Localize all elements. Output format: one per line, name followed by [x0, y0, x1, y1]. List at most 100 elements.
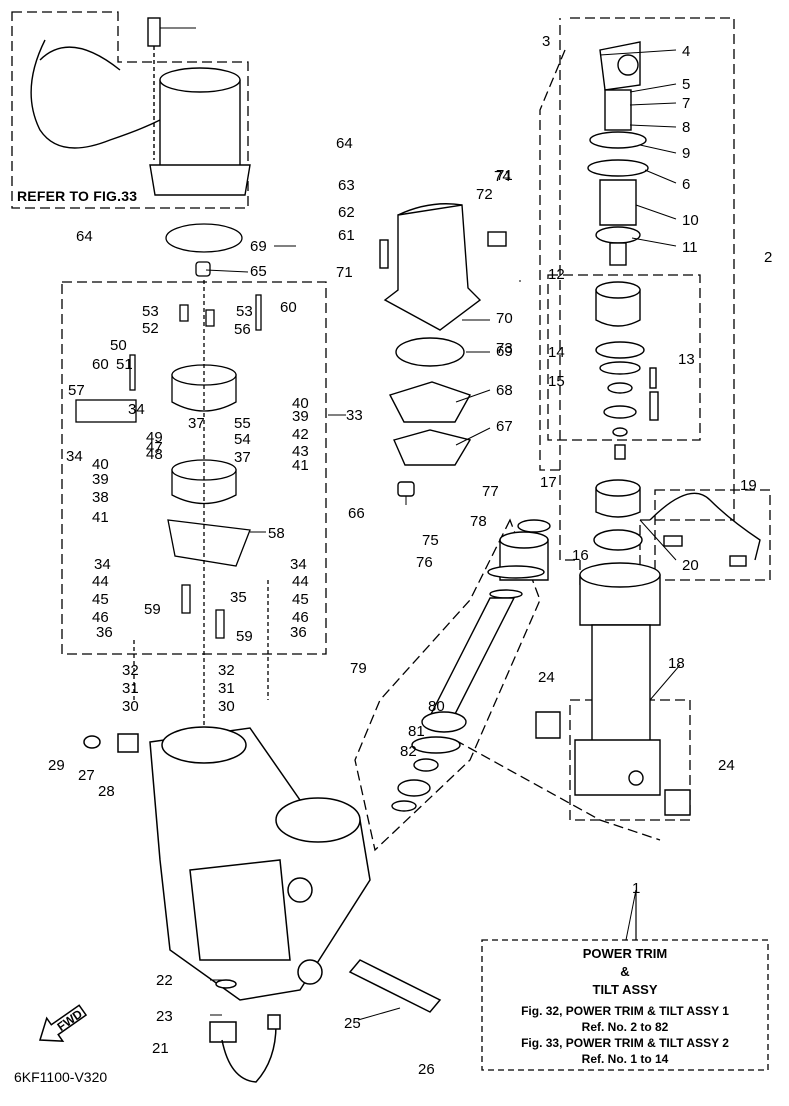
callout-number: 46 [92, 609, 109, 626]
dashed-group-outlines [11, 11, 771, 852]
info-ref-line-2: Ref. No. 2 to 82 [581, 1020, 669, 1034]
callout-number: 30 [122, 698, 139, 715]
callout-number: 69 [250, 238, 267, 255]
callout-number: 80 [428, 698, 445, 715]
callout-number: 78 [470, 513, 487, 530]
info-title-line-3: TILT ASSY [592, 982, 658, 997]
callout-number: 57 [68, 382, 85, 399]
callout-number: 4 [682, 43, 690, 60]
callout-number: 11 [682, 239, 698, 256]
callout-number: 36 [96, 624, 113, 641]
callout-number: 2 [764, 249, 772, 266]
callout-number: 32 [218, 662, 235, 679]
callout-number: 76 [416, 554, 433, 571]
callout-number: 44 [92, 573, 109, 590]
callout-number: 33 [346, 407, 363, 424]
callout-number: 65 [250, 263, 267, 280]
callout-number: 71 [496, 167, 513, 184]
callout-number: 59 [144, 601, 161, 618]
callout-number: 39 [92, 471, 109, 488]
callout-number: 60 [280, 299, 297, 316]
refer-to-fig-note: REFER TO FIG.33 [17, 188, 138, 204]
callout-number: 31 [122, 680, 139, 697]
callout-number: 38 [92, 489, 109, 506]
callout-number: 8 [682, 119, 690, 136]
callout-number: 79 [350, 660, 367, 677]
callout-number: 24 [718, 757, 735, 774]
callout-number: 60 [92, 356, 109, 373]
callout-number: 30 [218, 698, 235, 715]
valve-body-parts [75, 223, 269, 740]
callout-number: 74 [494, 168, 511, 185]
callout-number: 36 [290, 624, 307, 641]
leader-lines [160, 27, 681, 1021]
callout-number: 55 [234, 415, 251, 432]
callout-number: 31 [218, 680, 235, 697]
drawing-code: 6KF1100-V320 [14, 1069, 108, 1085]
callout-number: 3 [542, 33, 550, 50]
callout-number: 70 [496, 310, 513, 327]
callout-numbers: 1234567891011121314151617181920212223242… [48, 33, 772, 1078]
callout-number: 5 [682, 76, 690, 93]
callout-number: 19 [740, 477, 757, 494]
callout-number: 68 [496, 382, 513, 399]
callout-number: 53 [236, 303, 253, 320]
callout-number: 27 [78, 767, 95, 784]
callout-number: 45 [92, 591, 109, 608]
callout-number: 24 [538, 669, 555, 686]
callout-number: 12 [548, 266, 565, 283]
callout-number: 42 [292, 426, 309, 443]
info-title-line-2: & [620, 964, 630, 979]
callout-number: 62 [338, 204, 355, 221]
callout-number: 37 [234, 449, 251, 466]
callout-number: 46 [292, 609, 309, 626]
callout-number: 1 [632, 880, 640, 897]
callout-number: 73 [496, 340, 513, 357]
callout-number: 66 [348, 505, 365, 522]
info-box-frame [481, 939, 769, 1071]
callout-number: 56 [234, 321, 251, 338]
callout-number: 81 [408, 723, 425, 740]
callout-number: 63 [338, 177, 355, 194]
callout-number: 21 [152, 1040, 169, 1057]
callout-number: 64 [76, 228, 93, 245]
info-title-line-1: POWER TRIM [582, 946, 668, 961]
callout-number: 77 [482, 483, 499, 500]
callout-number: 7 [682, 95, 690, 112]
callout-number: 32 [122, 662, 139, 679]
piston-rod-parts [391, 519, 551, 812]
callout-number: 39 [292, 408, 309, 425]
callout-number: 25 [344, 1015, 361, 1032]
callout-number: 34 [94, 556, 111, 573]
callout-number: 28 [98, 783, 115, 800]
callout-number: 34 [66, 448, 83, 465]
callout-number: 59 [236, 628, 253, 645]
motor-assembly [30, 17, 251, 196]
callout-number: 41 [92, 509, 109, 526]
callout-number: 47 [146, 439, 163, 456]
callout-number: 15 [548, 373, 565, 390]
callout-number: 61 [338, 227, 355, 244]
callout-number: 26 [418, 1061, 435, 1078]
callout-number: 16 [572, 547, 589, 564]
fwd-arrow: FWD [38, 1004, 88, 1042]
callout-number: 40 [292, 395, 309, 412]
callout-number: 45 [292, 591, 309, 608]
callout-number: 72 [476, 186, 493, 203]
callout-number: 35 [230, 589, 247, 606]
callout-number: 67 [496, 418, 513, 435]
callout-number: 13 [678, 351, 695, 368]
callout-number: 37 [188, 415, 205, 432]
callout-number: 34 [128, 401, 145, 418]
callout-number: 6 [682, 176, 690, 193]
callout-number: 29 [48, 757, 65, 774]
callout-number: 40 [92, 456, 109, 473]
callout-number: 14 [548, 344, 565, 361]
callout-number: 43 [292, 443, 309, 460]
callout-number: 18 [668, 655, 685, 672]
reservoir-parts [379, 203, 507, 497]
main-housing [83, 726, 442, 1083]
callout-number: 22 [156, 972, 173, 989]
callout-number: 69 [496, 343, 513, 360]
